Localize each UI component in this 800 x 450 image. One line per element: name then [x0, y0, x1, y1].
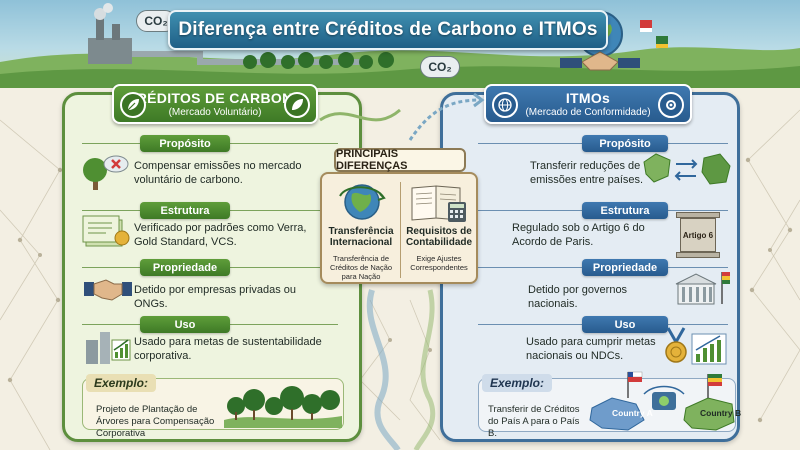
gears-icon [658, 92, 684, 118]
center-divider [400, 182, 401, 278]
section-label-propriedade: Propriedade [140, 259, 230, 276]
center-differences-box: Transferência Internacional Transferênci… [320, 172, 478, 284]
co2-cloud-right: CO₂ [420, 56, 460, 78]
section-text-proposito: Compensar emissões no mercado voluntário… [134, 160, 302, 186]
section-label-estrutura: Estrutura [582, 202, 668, 219]
section-text-uso: Usado para cumprir metas nacionais ou ND… [526, 336, 656, 362]
tree-plantation-icon [224, 386, 342, 428]
tree-with-x-cloud-icon [83, 155, 129, 190]
article-6-pillar-icon: Artigo 6 [676, 212, 720, 258]
connector-arrows [319, 92, 485, 141]
section-label-uso: Uso [582, 316, 668, 333]
ledger-calculator-icon [411, 185, 466, 222]
title-banner: Diferença entre Créditos de Carbono e IT… [168, 10, 608, 50]
panel-subtitle: (Mercado de Conformidade) [525, 107, 651, 118]
globe-network-icon [492, 92, 518, 118]
section-label-proposito: Propósito [582, 135, 668, 152]
handshake-icon [84, 279, 132, 301]
carbon-credits-header: CRÉDITOS DE CARBONO (Mercado Voluntário) [112, 84, 318, 124]
section-label-proposito: Propósito [140, 135, 230, 152]
medal-growth-chart-icon [665, 327, 727, 365]
country-b-label: Country B [700, 408, 742, 418]
center-title: PRINCIPAIS DIFERENÇAS [334, 148, 466, 172]
section-label-uso: Uso [140, 316, 230, 333]
landscape-illustration [0, 3, 800, 88]
article-6-label: Artigo 6 [680, 218, 716, 252]
example-label: Exemplo: [86, 374, 157, 392]
panel-title: ITMOs [565, 90, 611, 106]
example-text-itmos: Transferir de Créditos do País A para o … [488, 404, 580, 439]
example-text-carbon: Projeto de Plantação de Árvores para Com… [96, 404, 215, 439]
itmos-header: ITMOs (Mercado de Conformidade) [484, 84, 692, 124]
country-transfer-arrows-icon [643, 153, 731, 185]
panel-subtitle: (Mercado Voluntário) [168, 107, 262, 118]
section-text-propriedade: Detido por governos nacionais. [528, 284, 628, 310]
example-label: Exemplo: [482, 374, 553, 392]
buildings-growth-chart-icon [86, 332, 131, 364]
government-building-flag-icon [675, 272, 730, 305]
section-text-estrutura: Verificado por padrões como Verra, Gold … [134, 222, 307, 248]
header-banner: CO₂ CO₂ Diferença entre Créditos de Carb… [0, 0, 800, 88]
country-exchange-icon [589, 371, 735, 431]
panel-title: CRÉDITOS DE CARBONO [126, 90, 304, 106]
certificate-icon [82, 215, 130, 247]
section-text-estrutura: Regulado sob o Artigo 6 do Acordo de Par… [512, 222, 645, 248]
section-label-estrutura: Estrutura [140, 202, 230, 219]
globe-transfer-icon [339, 184, 386, 220]
leaf-icon [284, 92, 310, 118]
difference-subtitle-transfer: Transferência de Créditos de Nação para … [329, 254, 393, 281]
page-title: Diferença entre Créditos de Carbono e IT… [178, 19, 598, 40]
difference-title-accounting: Requisitos de Contabilidade [405, 226, 473, 248]
section-label-propriedade: Propriedade [582, 259, 668, 276]
difference-subtitle-accounting: Exige Ajustes Correspondentes [410, 254, 468, 272]
co2-cloud-left: CO₂ [136, 10, 176, 32]
section-text-propriedade: Detido por empresas privadas ou ONGs. [134, 284, 297, 310]
leaf-icon [120, 92, 146, 118]
country-a-label: Country A [612, 408, 653, 418]
difference-title-transfer: Transferência Internacional [328, 226, 394, 248]
section-text-proposito: Transferir reduções de emissões entre pa… [530, 160, 644, 186]
section-text-uso: Usado para metas de sustentabilidade cor… [134, 336, 322, 362]
